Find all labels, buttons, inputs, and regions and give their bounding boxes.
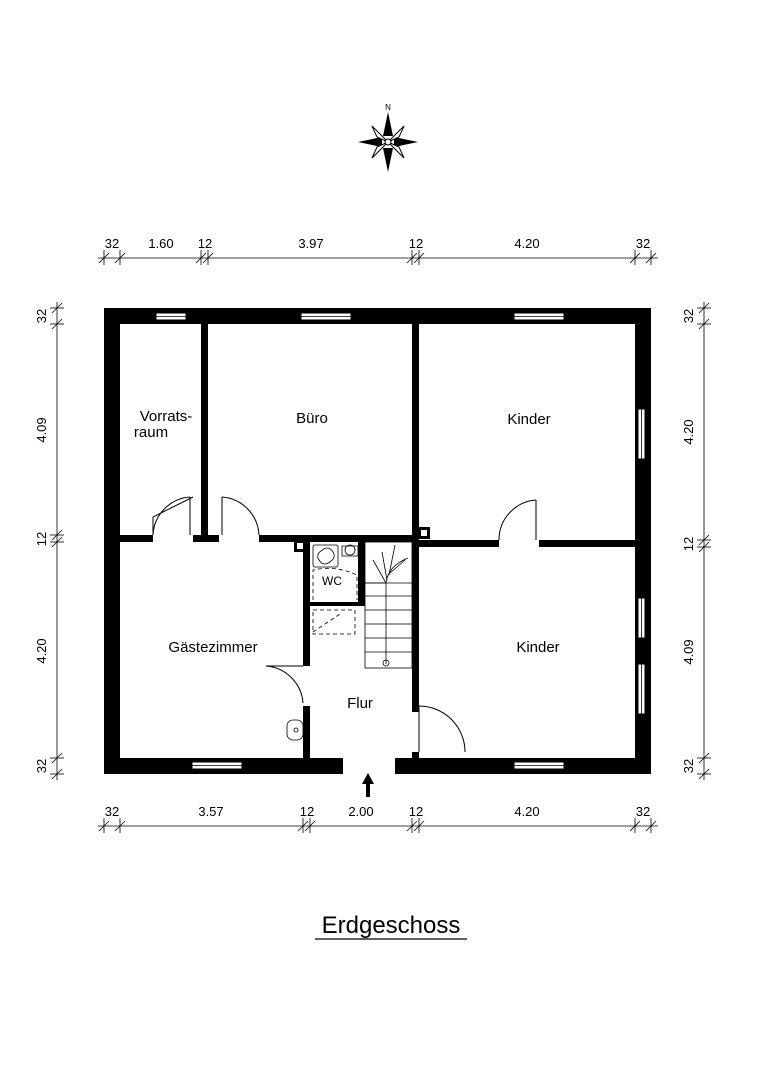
dim-right-5: 32 xyxy=(681,759,696,773)
room-label-vorratsraum-1: Vorrats- xyxy=(140,408,193,425)
room-label-kinder-top: Kinder xyxy=(507,411,550,428)
dim-top-7: 32 xyxy=(636,236,650,251)
room-label-flur: Flur xyxy=(347,695,373,712)
door-openings xyxy=(153,534,539,775)
wc-fixtures xyxy=(312,544,359,635)
room-label-buero: Büro xyxy=(296,410,328,427)
dim-right-2: 4.20 xyxy=(681,419,696,444)
dim-top-6: 4.20 xyxy=(514,236,539,251)
dim-bottom-5: 12 xyxy=(409,804,423,819)
dim-right-1: 32 xyxy=(681,309,696,323)
entrance-arrow-icon xyxy=(362,773,374,797)
compass-north-label: N xyxy=(385,103,391,112)
room-label-gaestezimmer: Gästezimmer xyxy=(168,639,257,656)
room-label-kinder-bottom: Kinder xyxy=(516,639,559,656)
dim-left-4: 4.20 xyxy=(34,638,49,663)
watermark: www.grundriss.com xyxy=(105,644,119,749)
dim-bottom-1: 32 xyxy=(105,804,119,819)
interior-walls xyxy=(120,324,635,758)
door-swings xyxy=(152,496,537,753)
room-label-vorratsraum-2: raum xyxy=(134,424,168,441)
dim-right-4: 4.09 xyxy=(681,639,696,664)
room-label-wc: WC xyxy=(322,574,342,588)
dim-top-1: 32 xyxy=(105,236,119,251)
dim-right-3: 12 xyxy=(681,537,696,551)
staircase xyxy=(364,541,413,669)
dim-bottom-7: 32 xyxy=(636,804,650,819)
sink-icon xyxy=(286,719,304,741)
dim-bottom-3: 12 xyxy=(300,804,314,819)
dimension-line-bottom xyxy=(98,818,658,833)
dim-left-2: 4.09 xyxy=(34,417,49,442)
dimension-line-top xyxy=(98,250,658,265)
dim-top-3: 12 xyxy=(198,236,212,251)
dim-left-1: 32 xyxy=(34,309,49,323)
compass-icon xyxy=(358,112,418,172)
dim-top-5: 12 xyxy=(409,236,423,251)
dim-left-5: 32 xyxy=(34,759,49,773)
dim-bottom-4: 2.00 xyxy=(348,804,373,819)
dim-bottom-6: 4.20 xyxy=(514,804,539,819)
dim-bottom-2: 3.57 xyxy=(198,804,223,819)
dimension-line-left xyxy=(50,302,64,780)
dim-top-4: 3.97 xyxy=(298,236,323,251)
dim-top-2: 1.60 xyxy=(148,236,173,251)
window-sill-lines xyxy=(156,316,642,766)
dim-left-3: 12 xyxy=(34,532,49,546)
plan-title: Erdgeschoss xyxy=(322,912,461,939)
dimension-line-right xyxy=(697,302,711,780)
